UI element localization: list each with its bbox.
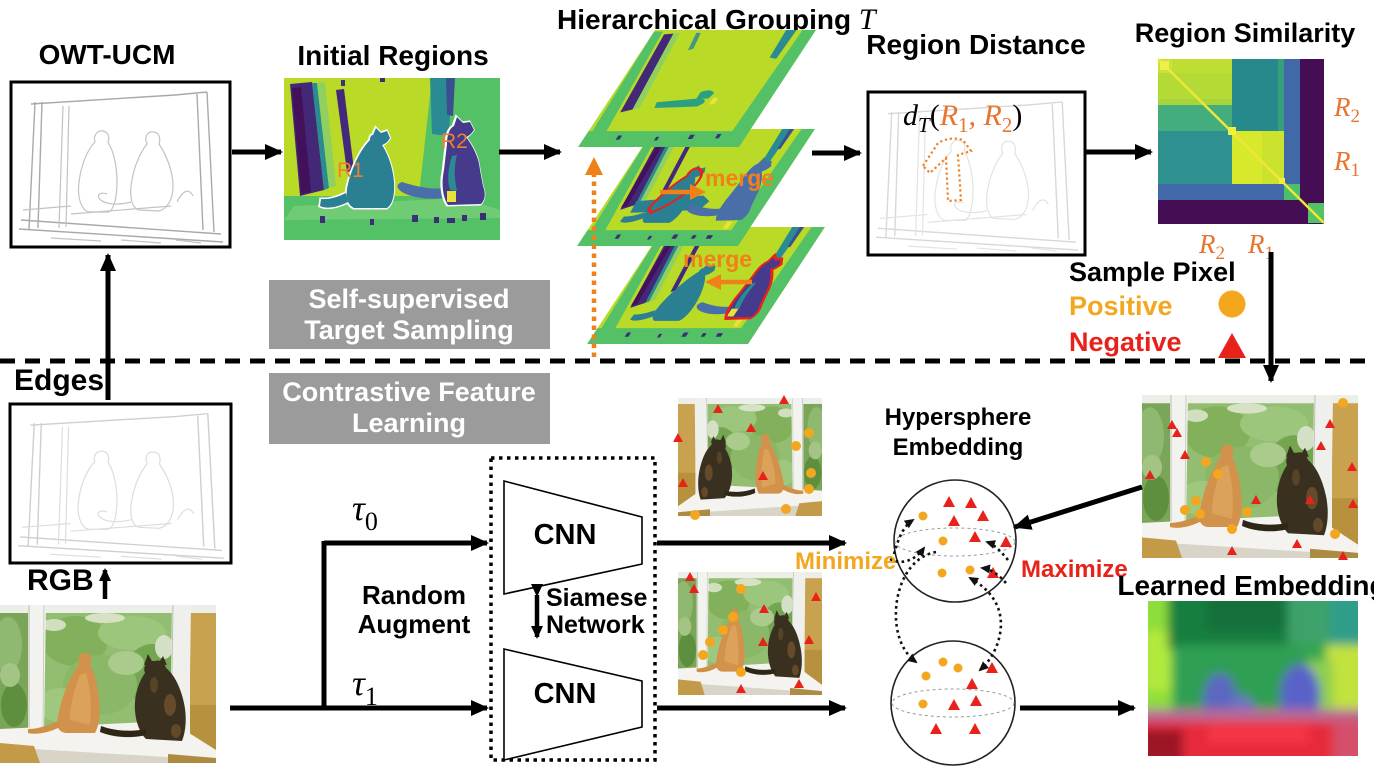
svg-text:Sample Pixel: Sample Pixel bbox=[1069, 257, 1236, 287]
svg-text:Maximize: Maximize bbox=[1021, 556, 1128, 583]
svg-text:CNN: CNN bbox=[534, 519, 597, 551]
svg-text:Positive: Positive bbox=[1069, 291, 1173, 321]
svg-text:R2: R2 bbox=[441, 130, 468, 153]
svg-text:merge: merge bbox=[683, 246, 752, 272]
svg-text:Self-supervised: Self-supervised bbox=[308, 284, 509, 314]
svg-text:τ1: τ1 bbox=[352, 663, 378, 711]
svg-text:CNN: CNN bbox=[534, 678, 597, 710]
svg-text:Embedding: Embedding bbox=[893, 434, 1024, 461]
svg-text:merge: merge bbox=[705, 165, 774, 191]
svg-text:R2: R2 bbox=[1333, 92, 1360, 127]
svg-text:Minimize: Minimize bbox=[795, 548, 896, 575]
svg-text:Siamese: Siamese bbox=[546, 584, 648, 612]
svg-text:R1: R1 bbox=[1333, 146, 1360, 181]
svg-text:Target Sampling: Target Sampling bbox=[304, 315, 514, 345]
svg-text:RGB: RGB bbox=[27, 564, 94, 597]
svg-text:Network: Network bbox=[546, 611, 645, 639]
svg-text:Edges: Edges bbox=[14, 364, 104, 397]
svg-text:OWT-UCM: OWT-UCM bbox=[39, 39, 176, 70]
svg-text:Learned Embedding: Learned Embedding bbox=[1117, 570, 1374, 601]
svg-text:Region Distance: Region Distance bbox=[866, 29, 1085, 60]
svg-text:Augment: Augment bbox=[358, 609, 471, 639]
svg-text:Random: Random bbox=[362, 580, 466, 610]
svg-text:τ0: τ0 bbox=[352, 488, 378, 536]
svg-text:Initial Regions: Initial Regions bbox=[297, 40, 488, 71]
svg-text:Region Similarity: Region Similarity bbox=[1135, 18, 1356, 48]
svg-text:Learning: Learning bbox=[352, 408, 466, 438]
svg-text:Hypersphere: Hypersphere bbox=[885, 404, 1032, 431]
svg-text:Contrastive Feature: Contrastive Feature bbox=[282, 377, 536, 407]
svg-text:Negative: Negative bbox=[1069, 327, 1182, 357]
svg-text:R1: R1 bbox=[337, 159, 364, 182]
